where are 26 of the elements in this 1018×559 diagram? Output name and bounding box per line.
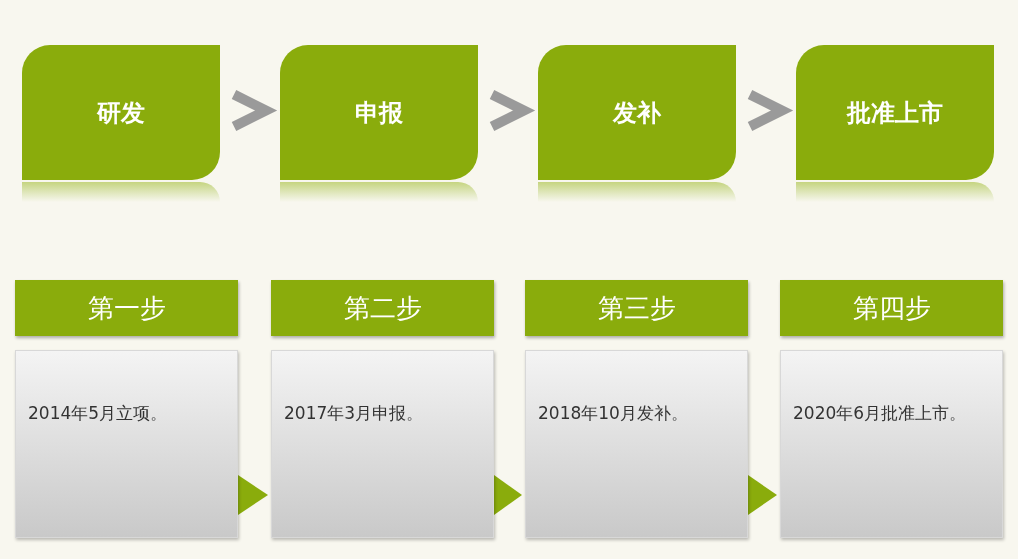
step-header [271,280,494,336]
arrow [231,90,278,131]
note-card [525,350,748,538]
note-text: 2014年5月立项。 [28,402,168,426]
step-header [525,280,748,336]
step-label: 第三步 [597,291,676,325]
stage-label: 批准上市 [847,97,943,129]
step-header [15,280,238,336]
stage-label: 申报 [355,97,403,129]
step-label: 第一步 [87,291,166,325]
stage-label: 研发 [97,97,145,129]
note-card [15,350,238,538]
note-text: 2020年6月批准上市。 [793,402,967,426]
note-card [780,350,1003,538]
step-header [780,280,1003,336]
note-text: 2018年10月发补。 [538,402,688,426]
arrow [494,475,522,515]
note-text: 2017年3月申报。 [284,402,424,426]
step-label: 第四步 [852,291,931,325]
arrow [747,90,794,131]
note-card [271,350,494,538]
arrow [238,475,268,515]
stage-label: 发补 [613,97,661,129]
arrow [748,475,777,515]
step-label: 第二步 [343,291,422,325]
arrow [489,90,536,131]
